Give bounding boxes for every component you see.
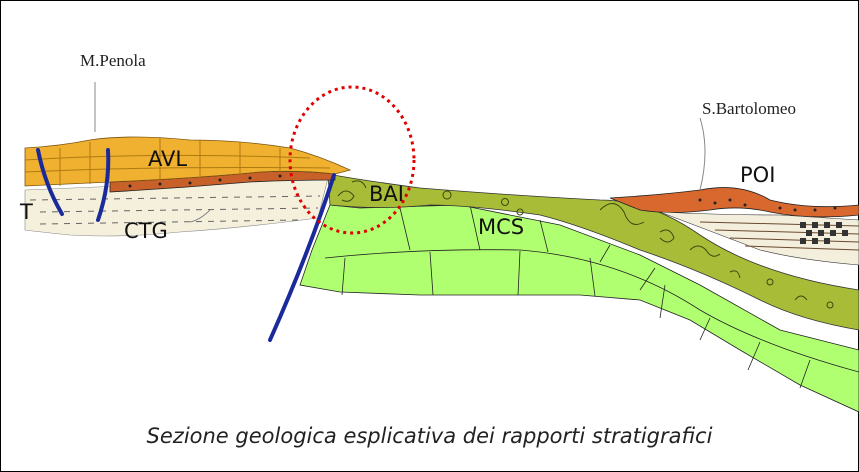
fault-left-2 — [96, 148, 111, 222]
label-penola: M.Penola — [80, 51, 146, 70]
label-ctg: CTG — [124, 219, 168, 243]
label-mcs: MCS — [478, 215, 524, 239]
highlight-circle — [288, 85, 416, 235]
bai-unit — [327, 173, 859, 331]
label-bartolomeo: S.Bartolomeo — [702, 99, 796, 118]
mcs-block-lines — [324, 204, 859, 389]
poi-unit — [609, 187, 859, 218]
mcs-unit — [299, 204, 859, 413]
label-t: T — [19, 200, 33, 224]
bartolomeo-leader — [699, 117, 706, 191]
ctg-dashes — [29, 195, 321, 225]
fault-main — [268, 173, 336, 342]
label-bai: BAI — [369, 182, 404, 206]
red-band-dots — [128, 174, 282, 188]
checker-subunit — [800, 222, 848, 244]
label-poi: POI — [740, 163, 775, 187]
fault-left-1 — [36, 148, 64, 216]
bai-clasts — [337, 180, 834, 309]
ctg-leader — [189, 209, 211, 223]
avl-lines — [24, 138, 331, 186]
faults — [36, 148, 336, 342]
figure-caption: Sezione geologica esplicativa dei rappor… — [146, 424, 713, 448]
poi-dots — [698, 198, 837, 212]
label-avl: AVL — [148, 147, 187, 171]
